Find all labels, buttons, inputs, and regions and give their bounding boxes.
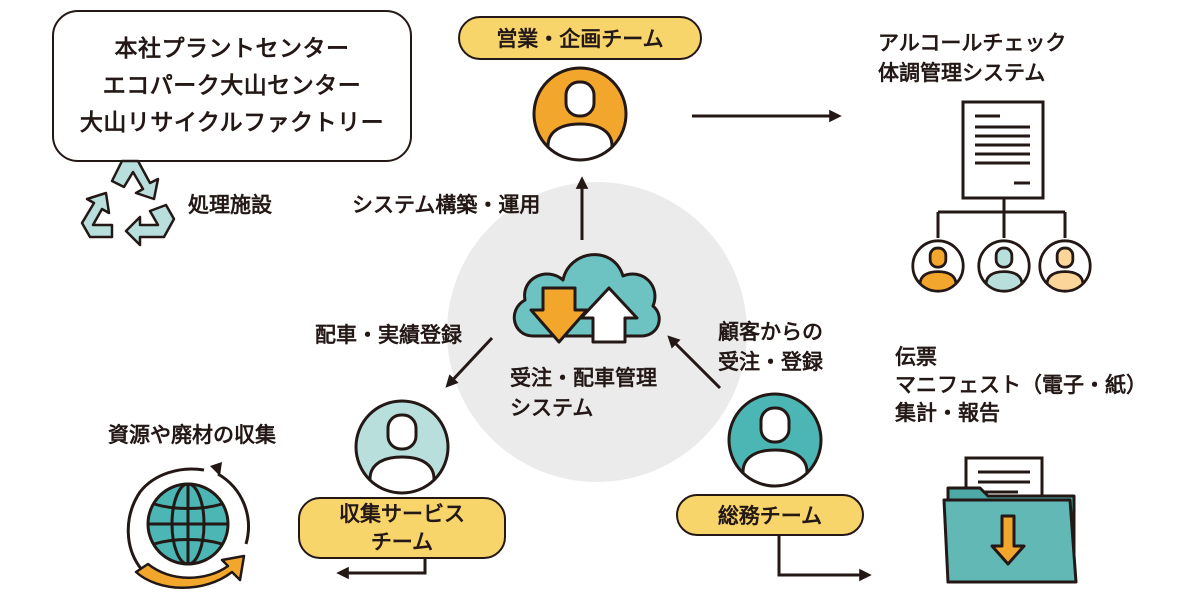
sales-person-icon <box>532 66 628 162</box>
collection-label: 資源や廃材の収集 <box>108 423 276 447</box>
folder-icon <box>942 456 1078 584</box>
alcohol-check-line2: 体調管理システム <box>878 61 1046 85</box>
general-team-label: 総務チーム <box>717 504 823 528</box>
center-system-line2: システム <box>510 396 594 420</box>
arrow-to-documents <box>777 532 872 582</box>
team-hierarchy <box>936 198 1067 238</box>
collection-team-line1: 収集サービス <box>339 502 465 526</box>
cloud-icon <box>512 253 661 344</box>
center-system-line1: 受注・配車管理 <box>510 366 657 390</box>
alcohol-check-line1: アルコールチェック <box>878 31 1067 55</box>
documents-line1: 伝票 <box>895 345 937 369</box>
globe-icon <box>126 462 250 589</box>
sales-team-badge: 営業・企画チーム <box>458 16 702 60</box>
collection-team-line2: チーム <box>370 530 434 554</box>
arrow-to-collection <box>336 556 427 580</box>
collection-team-badge: 収集サービス チーム <box>298 497 506 559</box>
person-icon <box>911 239 965 293</box>
arrow-from-general-team <box>667 335 722 390</box>
person-icon <box>977 239 1031 293</box>
facility-line: 本社プラントセンター <box>114 35 350 62</box>
general-team-badge: 総務チーム <box>676 494 864 536</box>
person-icon <box>1038 239 1092 293</box>
customer-order-line1: 顧客からの <box>718 320 823 344</box>
sales-team-label: 営業・企画チーム <box>496 27 664 51</box>
processing-label: 処理施設 <box>188 193 272 217</box>
customer-order-line2: 受注・登録 <box>718 350 823 374</box>
dispatch-label: 配車・実績登録 <box>315 323 462 347</box>
system-build-label: システム構築・運用 <box>352 193 541 217</box>
documents-line3: 集計・報告 <box>895 401 1000 425</box>
facility-line: エコパーク大山センター <box>102 72 362 99</box>
recycle-icon <box>80 159 176 247</box>
document-icon <box>961 100 1045 200</box>
facility-line: 大山リサイクルファクトリー <box>79 109 385 136</box>
general-person-icon <box>727 392 823 488</box>
collection-person-icon <box>354 399 450 495</box>
facilities-box: 本社プラントセンター エコパーク大山センター 大山リサイクルファクトリー <box>52 10 412 162</box>
arrow-to-collection-team <box>445 336 494 388</box>
documents-line2: マニフェスト（電子・紙） <box>895 373 1147 397</box>
